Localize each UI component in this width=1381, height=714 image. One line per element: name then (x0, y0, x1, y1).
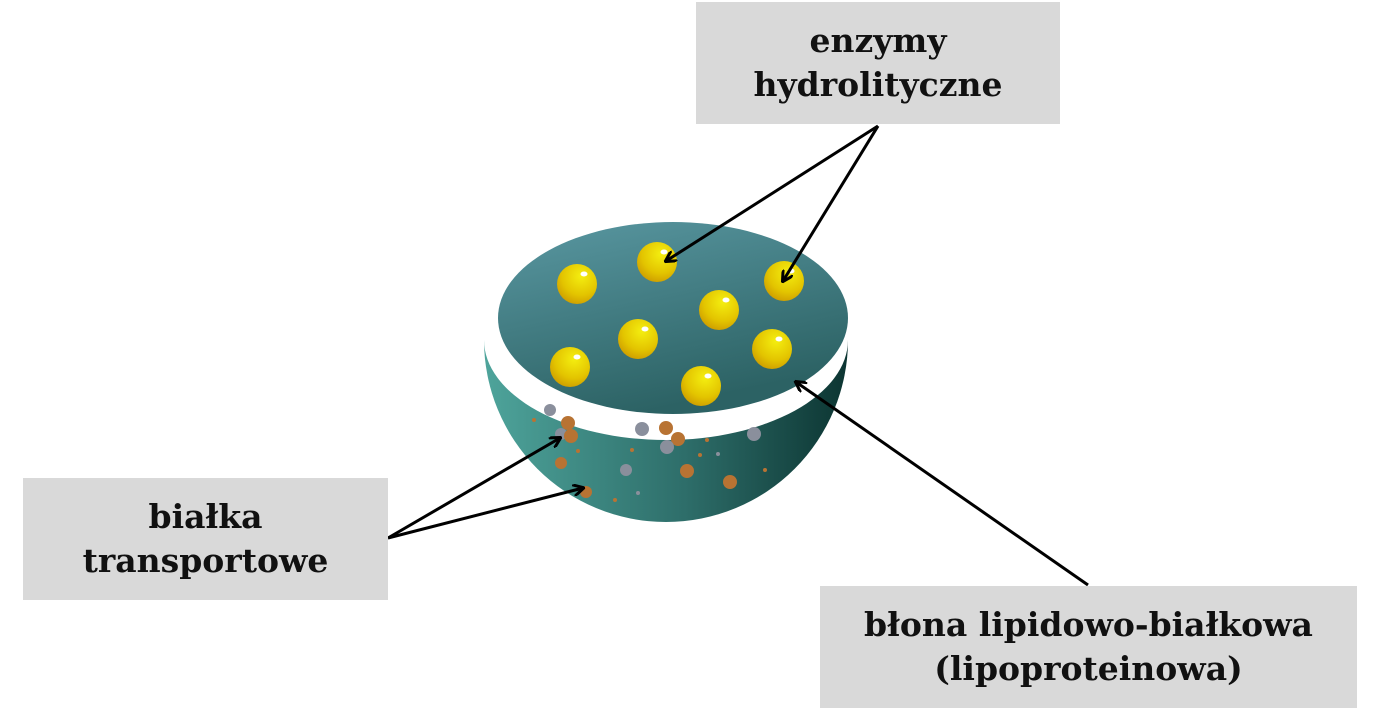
transport-protein (636, 491, 640, 495)
transport-proteins (532, 404, 767, 502)
arrow-protein-2 (387, 488, 583, 540)
label-text: (lipoproteinowa) (934, 649, 1243, 688)
label-transport-proteins: białka transportowe (23, 478, 388, 600)
transport-protein (763, 468, 767, 472)
transport-protein (747, 427, 761, 441)
enzyme-sphere (618, 319, 658, 359)
transport-protein (671, 432, 685, 446)
arrow-protein-1 (387, 438, 560, 540)
label-text: błona lipidowo-białkowa (864, 605, 1313, 644)
hydrolytic-enzymes (550, 242, 804, 406)
enzyme-sphere (681, 366, 721, 406)
transport-protein (561, 416, 575, 430)
enzyme-sphere (637, 242, 677, 282)
transport-protein (698, 453, 702, 457)
label-membrane: błona lipidowo-białkowa (lipoproteinowa) (820, 586, 1357, 708)
label-text: enzymy (809, 21, 947, 60)
transport-protein (544, 404, 556, 416)
arrow-enzyme-2 (783, 125, 880, 281)
transport-protein (660, 440, 674, 454)
transport-protein (659, 421, 673, 435)
transport-protein (532, 418, 536, 422)
label-enzymes: enzymy hydrolityczne (696, 2, 1060, 124)
enzyme-sphere (752, 329, 792, 369)
transport-protein (620, 464, 632, 476)
label-text: białka (148, 497, 263, 536)
arrow-enzyme-1 (666, 124, 879, 261)
enzyme-sphere (699, 290, 739, 330)
label-text: hydrolityczne (753, 65, 1003, 104)
transport-protein (576, 449, 580, 453)
transport-protein (723, 475, 737, 489)
label-text: transportowe (82, 541, 329, 580)
enzyme-sphere (550, 347, 590, 387)
transport-protein (635, 422, 649, 436)
enzyme-sphere (557, 264, 597, 304)
arrows (387, 124, 1089, 587)
arrow-membrane (796, 382, 1089, 587)
transport-protein (564, 429, 578, 443)
transport-protein (555, 457, 567, 469)
transport-protein (680, 464, 694, 478)
transport-protein (613, 498, 617, 502)
transport-protein (716, 452, 720, 456)
transport-protein (630, 448, 634, 452)
transport-protein (705, 438, 709, 442)
